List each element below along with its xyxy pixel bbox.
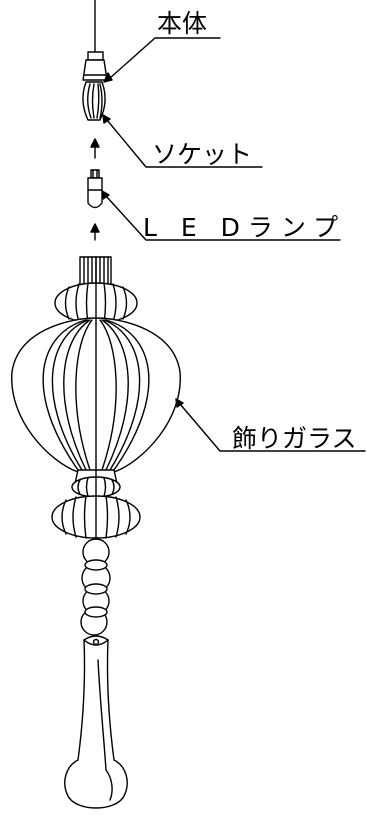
label-socket: ソケット [152, 140, 253, 169]
assembly-arrow-lower [90, 223, 100, 241]
leader-line-led [101, 190, 341, 241]
leader-line-body [103, 37, 221, 83]
led-lamp-part [87, 169, 103, 209]
label-led-lamp: L E Dランプ [143, 213, 347, 242]
assembly-arrow-upper [90, 138, 100, 159]
leader-line-glass [175, 398, 366, 452]
canopy-body-part [82, 51, 108, 81]
label-decorative-glass: 飾りガラス [232, 424, 357, 453]
label-body: 本体 [157, 9, 208, 38]
leader-line-socket [102, 114, 263, 168]
decorative-glass-part [11, 256, 181, 809]
socket-part [82, 81, 106, 121]
